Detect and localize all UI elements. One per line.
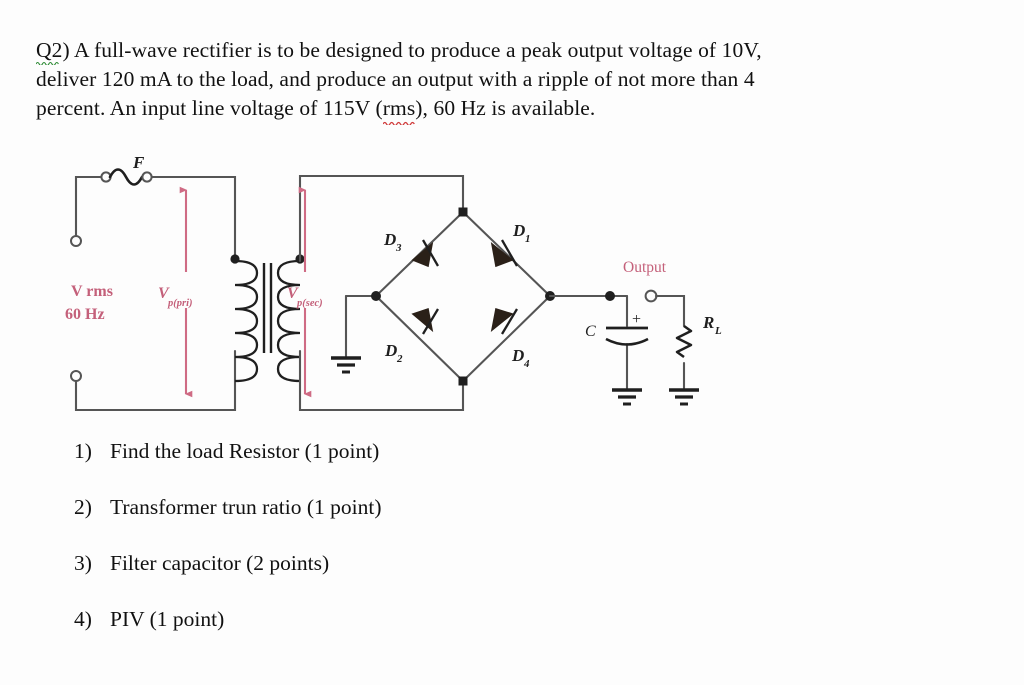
transformer-secondary-coil [276, 259, 301, 383]
list-item: 3) Filter capacitor (2 points) [74, 549, 674, 605]
bridge-node-top [458, 207, 468, 217]
source-terminal-bottom-icon [70, 370, 82, 382]
diode-D2-label-base: D [384, 341, 397, 360]
secondary-voltage-label: V p(sec) [287, 285, 323, 309]
diode-D2-label-sub: 2 [396, 353, 403, 365]
secondary-voltage-label-base: V [287, 285, 299, 302]
transformer-dot-primary-icon [230, 254, 240, 264]
list-item: 4) PIV (1 point) [74, 605, 674, 661]
list-item-number: 2) [74, 495, 92, 519]
list-item-text: PIV (1 point) [110, 607, 225, 631]
question-line-1-text: A full-wave rectifier is to be designed … [74, 38, 762, 62]
question-number-text: Q2) [36, 38, 70, 62]
resistor-symbol [675, 324, 693, 359]
source-frequency-label: 60 Hz [65, 306, 105, 323]
fuse-label: F [132, 153, 145, 172]
fuse-terminal-right-icon [141, 171, 153, 183]
diode-D2-symbol [411, 307, 439, 335]
ground-symbol-load-icon [669, 388, 699, 406]
transformer-core [262, 263, 273, 353]
diode-D4-label: D 4 [511, 346, 530, 370]
capacitor-polarity-label: + [632, 311, 641, 328]
question-line-3-part-a: percent. An input line voltage of 115V ( [36, 96, 383, 120]
diode-D3-label-base: D [383, 230, 396, 249]
list-item-text: Find the load Resistor (1 point) [110, 439, 380, 463]
diode-D1-label-base: D [512, 221, 525, 240]
question-line-3: percent. An input line voltage of 115V (… [36, 94, 966, 125]
capacitor-label: C [585, 323, 596, 340]
rms-text: rms [382, 96, 416, 120]
diode-D4-label-base: D [511, 346, 524, 365]
ground-symbol-secondary-icon [331, 356, 361, 374]
diode-D3-symbol [411, 239, 439, 268]
circuit-diagram: F V rms 60 Hz V p(pri) V p(sec) D 3 D 1 … [40, 148, 760, 433]
source-terminal-top-icon [70, 235, 82, 247]
list-item: 1) Find the load Resistor (1 point) [74, 437, 674, 493]
list-item-text: Transformer trun ratio (1 point) [110, 495, 382, 519]
list-item-number: 1) [74, 439, 92, 463]
source-vrms-label: V rms [71, 283, 113, 300]
capacitor-symbol [605, 326, 649, 346]
list-item-text: Filter capacitor (2 points) [110, 551, 330, 575]
load-resistor-label-base: R [702, 313, 714, 332]
diode-D1-label-sub: 1 [525, 233, 531, 245]
diode-D3-label: D 3 [383, 230, 402, 254]
question-statement: Q2) A full-wave rectifier is to be desig… [36, 36, 966, 125]
list-item-number: 3) [74, 551, 92, 575]
diode-D4-label-sub: 4 [523, 358, 530, 370]
ground-symbol-capacitor-icon [612, 388, 642, 406]
rms-misspelling: rms [382, 94, 416, 125]
diode-D1-label: D 1 [512, 221, 531, 245]
fuse-curve-icon [108, 168, 144, 186]
diode-D1-symbol [490, 239, 518, 268]
circuit-schematic-svg: F V rms 60 Hz V p(pri) V p(sec) D 3 D 1 … [65, 153, 722, 412]
diode-D4-symbol [490, 307, 518, 335]
question-number: Q2) [36, 38, 70, 65]
list-item-number: 4) [74, 607, 92, 631]
question-line-1: Q2) A full-wave rectifier is to be desig… [36, 36, 966, 65]
sub-question-list: 1) Find the load Resistor (1 point) 2) T… [74, 437, 674, 661]
bridge-node-left [371, 291, 381, 301]
primary-voltage-label-base: V [158, 285, 170, 302]
secondary-voltage-label-sub: p(sec) [296, 298, 323, 309]
load-resistor-label: R L [702, 313, 722, 337]
transformer-primary-coil [234, 259, 259, 383]
load-resistor-label-sub: L [714, 325, 722, 337]
spellcheck-squiggle-red-icon [382, 121, 415, 125]
question-line-3-part-b: ), 60 Hz is available. [415, 96, 596, 120]
list-item: 2) Transformer trun ratio (1 point) [74, 493, 674, 549]
question-line-2: deliver 120 mA to the load, and produce … [36, 67, 755, 91]
bridge-rectifier-frame [374, 210, 552, 383]
primary-voltage-label-sub: p(pri) [167, 298, 193, 309]
primary-voltage-label: V p(pri) [158, 285, 193, 309]
output-label: Output [623, 259, 667, 276]
output-junction-node [605, 291, 615, 301]
output-terminal-icon [644, 289, 658, 303]
bridge-node-bottom [458, 376, 468, 386]
wiring-output-side [548, 289, 686, 390]
wiring-secondary-side [298, 174, 465, 412]
diode-D3-label-sub: 3 [395, 242, 402, 254]
diode-D2-label: D 2 [384, 341, 403, 365]
